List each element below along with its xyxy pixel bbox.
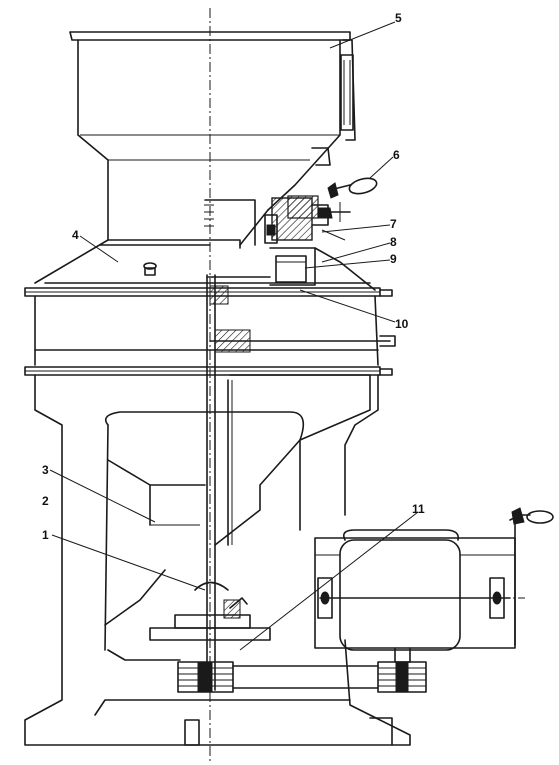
hopper-outlet: [204, 199, 269, 246]
hopper: [69, 31, 356, 241]
label-9: 9: [390, 252, 397, 266]
main-shaft: [206, 274, 216, 691]
label-8: 8: [390, 235, 397, 249]
adjusting-mechanism: [264, 195, 351, 244]
frame: [24, 374, 411, 746]
cover: [34, 239, 376, 291]
leader-lines: [49, 21, 419, 651]
label-3: 3: [42, 463, 49, 477]
label-11: 11: [412, 502, 425, 516]
label-4: 4: [72, 228, 79, 242]
label-7: 7: [390, 217, 397, 231]
motor: [314, 507, 554, 663]
label-5: 5: [395, 11, 402, 25]
drive-pulley: [177, 661, 427, 693]
hand-wheel: [327, 177, 378, 199]
label-2: 2: [42, 494, 49, 508]
feed-box: [207, 247, 316, 286]
label-10: 10: [395, 317, 409, 331]
label-6: 6: [393, 148, 400, 162]
label-1: 1: [42, 528, 49, 542]
part-labels: 5 6 7 8 9 10 11 4 3 2 1: [42, 11, 425, 542]
